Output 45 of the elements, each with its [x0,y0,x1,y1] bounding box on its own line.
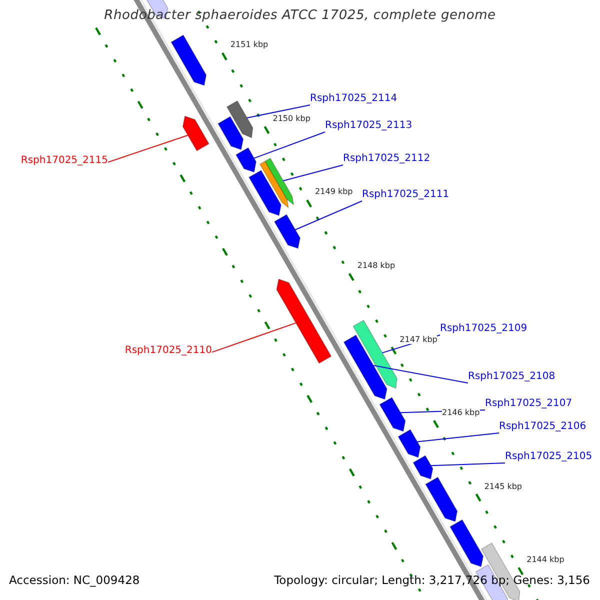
gene-label: Rsph17025_2114 [310,93,398,105]
gene-bar [235,147,257,173]
gene-label: Rsph17025_2115 [20,155,108,167]
scale-label: 2146 kbp [442,408,480,418]
gene-label: Rsph17025_2105 [505,451,592,463]
gene-label: Rsph17025_2107 [485,398,572,410]
gene-label: Rsph17025_2113 [325,120,412,132]
gene-bar [182,116,210,152]
gene-bar [352,320,398,389]
gene-bar [248,170,282,216]
gene-bar [276,278,332,364]
scale-label: 2148 kbp [357,261,396,271]
leader-line [246,104,310,118]
gene-label: Rsph17025_2108 [468,371,556,383]
scale-label: 2144 kbp [526,555,564,565]
gene-label: Rsph17025_2106 [499,421,586,433]
gene-bar [264,158,294,206]
scale-label: 2150 kbp [272,114,310,124]
gene-bar [425,476,458,522]
gene-label: Rsph17025_2111 [362,189,450,201]
leader-line [212,322,296,353]
gene-bar [170,34,207,86]
gene-label: Rsph17025_2110 [124,345,212,357]
leader-line [430,462,506,466]
leader-line [416,432,500,442]
leader-line [108,134,188,163]
scale-label: 2147 kbp [400,334,438,344]
genome-info-text: Topology: circular; Length: 3,217,726 bp; Genes: 3,156 [274,574,590,588]
gene-label: Rsph17025_2109 [440,323,528,335]
leader-line [372,364,468,384]
gene-bar [274,214,301,249]
gene-bar [450,519,484,568]
leader-line [294,200,362,230]
gene-bar [218,116,244,150]
leader-line [254,132,326,159]
accession-text: Accession: NC_009428 [9,574,140,588]
scale-label: 2151 kbp [230,40,268,50]
gene-label: Rsph17025_2112 [343,153,430,165]
gene-bar [226,100,254,138]
gene-bar [398,429,421,458]
scale-label: 2149 kbp [315,187,353,198]
gene-bar [412,455,434,480]
scale-label: 2145 kbp [484,482,522,492]
gene-bar [343,334,388,400]
gene-bar [379,396,406,432]
